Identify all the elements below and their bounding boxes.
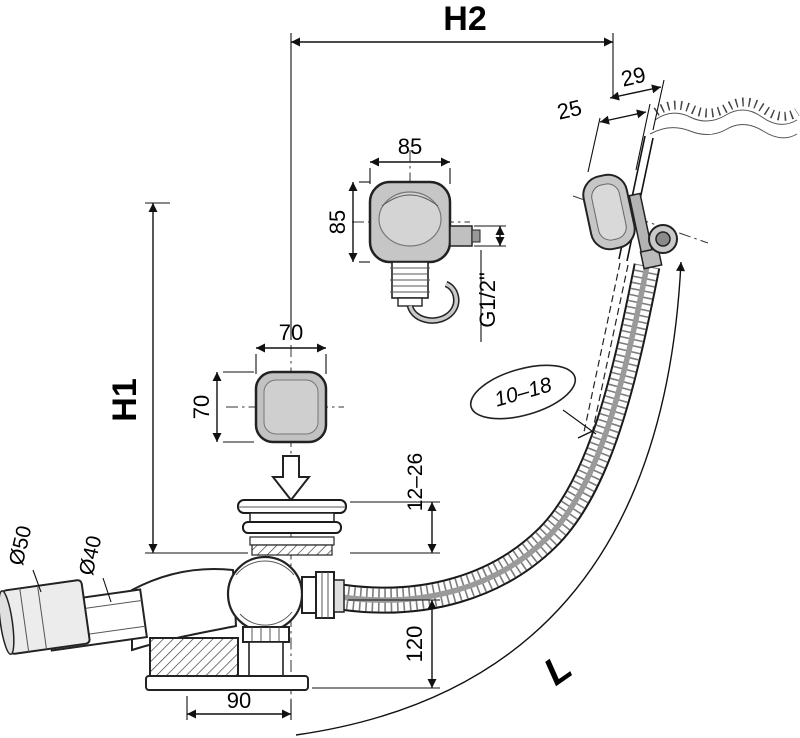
dim-label-120: 120 xyxy=(402,626,427,663)
tub-rim-top-line xyxy=(654,109,798,125)
dim-label-12-26: 12–26 xyxy=(404,453,427,511)
ball-joint xyxy=(226,555,304,633)
panel-dashed-line-2 xyxy=(591,264,629,435)
plug-seal-hatched xyxy=(251,544,333,556)
dim-label-70-height: 70 xyxy=(189,395,214,419)
locknut-section-hatched xyxy=(149,637,239,677)
bowden-cable xyxy=(406,280,460,324)
control-head-85 xyxy=(368,180,481,324)
note-oval xyxy=(469,364,577,420)
overflow-cover-knob xyxy=(582,173,636,251)
hose-length-arc xyxy=(295,261,686,736)
tailpiece xyxy=(248,641,284,677)
ext-rim-edge xyxy=(652,79,665,131)
head-dome xyxy=(378,191,442,247)
dim-label-length-l: L xyxy=(537,646,580,694)
plug-lower-disc xyxy=(242,521,342,534)
dim-label-h1: H1 xyxy=(106,378,144,421)
dim-label-85-height: 85 xyxy=(325,210,350,234)
dim-label-h2: H2 xyxy=(443,0,486,38)
plug-mid-ring xyxy=(249,512,335,523)
dimensions xyxy=(32,33,665,720)
ball-arc-bottom xyxy=(239,611,293,626)
hose-connection-stub xyxy=(639,247,663,270)
dim-line-29 xyxy=(609,84,662,101)
flexible-hose xyxy=(339,263,661,614)
overflow-filling-unit xyxy=(582,173,678,270)
dim-label-90: 90 xyxy=(227,688,251,713)
plug-washer xyxy=(249,536,335,546)
lower-nut xyxy=(242,626,290,643)
ext-wall-front xyxy=(635,103,651,171)
elbow xyxy=(131,567,238,652)
knob-face xyxy=(263,379,319,435)
panel-dashed-line-1 xyxy=(583,262,621,433)
lock-ring-inner xyxy=(655,231,671,247)
side-fitting xyxy=(449,225,473,247)
wall-thickness-note: 10–18 xyxy=(469,364,577,420)
dim-label-dia50: Ø50 xyxy=(5,524,36,568)
dim-label-85-width: 85 xyxy=(398,134,422,159)
dim-label-25: 25 xyxy=(555,95,584,125)
hose-center-band xyxy=(340,265,650,603)
rim-hatching xyxy=(653,97,800,121)
base-plate xyxy=(145,675,309,691)
tub-rim-bottom-line xyxy=(649,124,798,139)
dim-label-70-width: 70 xyxy=(279,320,303,345)
plug-knob-70 xyxy=(254,370,328,502)
leader-dia50 xyxy=(32,569,42,593)
hose-connector-nut xyxy=(301,571,345,619)
leader-dia40 xyxy=(102,577,112,603)
ball-arc-top xyxy=(235,560,295,576)
head-highlight-arc xyxy=(381,194,439,207)
ext-25-face xyxy=(587,117,601,173)
side-fitting-nipple xyxy=(471,229,481,243)
dim-label-29: 29 xyxy=(619,62,648,92)
waste-plug-stack xyxy=(237,499,347,556)
outlet-sleeve-50 xyxy=(0,579,91,656)
dim-line-25 xyxy=(599,109,647,125)
bellows xyxy=(390,261,430,307)
dim-label-dia40: Ø40 xyxy=(75,534,106,578)
leader-1018 xyxy=(562,409,597,435)
assembly-arrow-icon xyxy=(270,455,312,502)
trap-assembly xyxy=(0,555,345,691)
dim-label-g12: G1/2" xyxy=(475,272,500,328)
